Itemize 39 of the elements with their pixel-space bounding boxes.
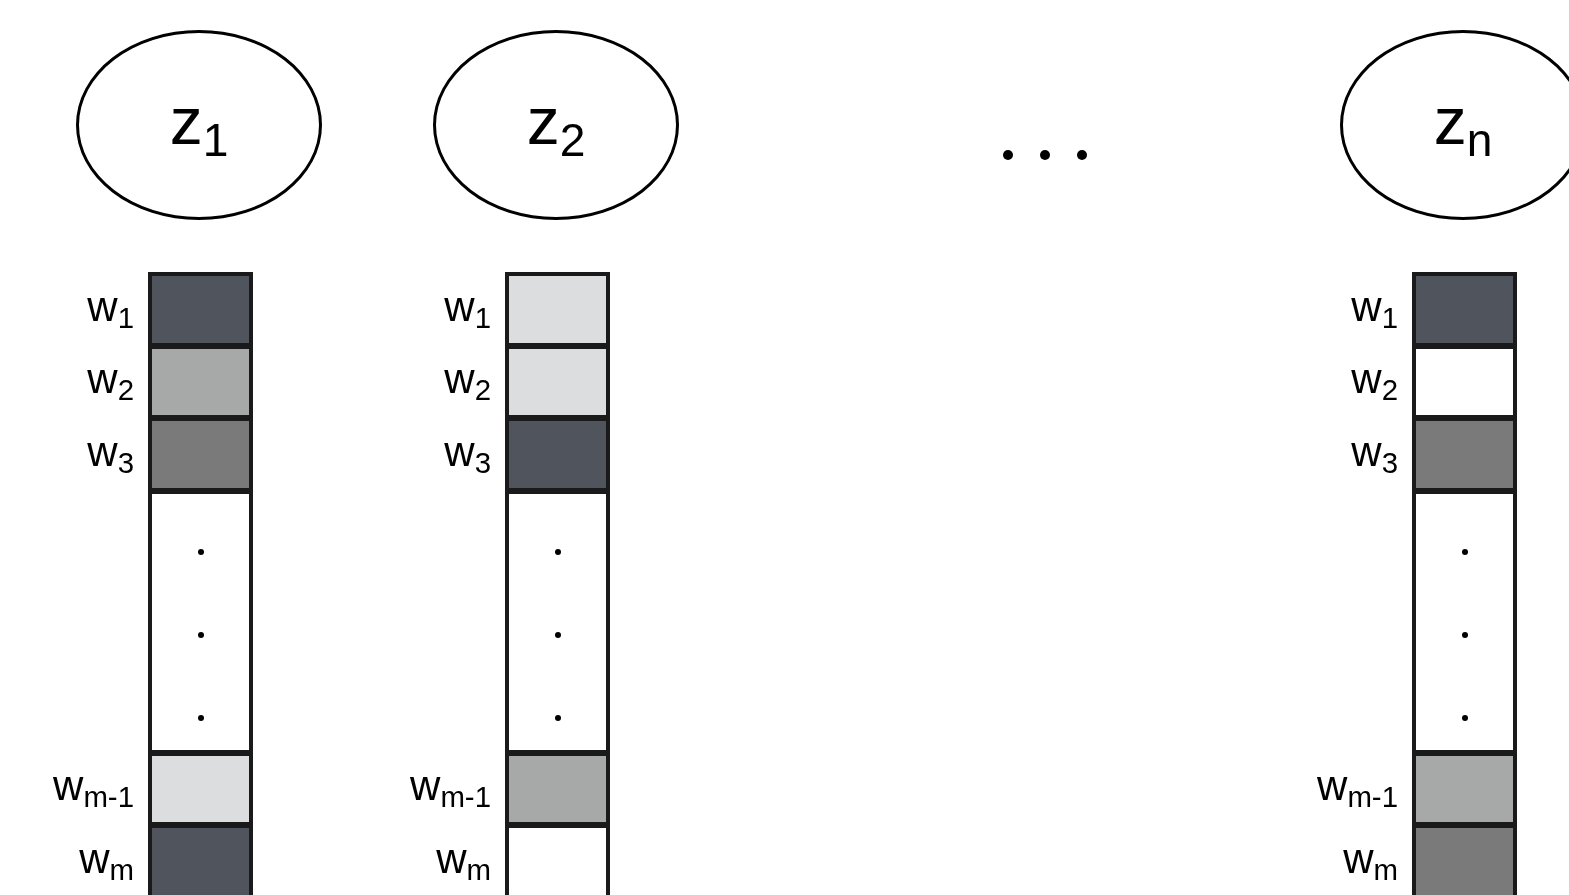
word-cell	[1412, 417, 1517, 492]
variable-label: z$_{2}$	[526, 87, 586, 163]
word-cell	[1412, 824, 1517, 895]
word-label: w$_{m-1}$	[410, 765, 491, 812]
word-label: w$_{m}$	[1343, 837, 1398, 885]
word-cell	[148, 417, 253, 492]
word-cell	[148, 752, 253, 826]
word-label: w$_{2}$	[444, 358, 491, 405]
word-cell	[505, 490, 610, 754]
word-label: w$_{1}$	[444, 285, 491, 333]
word-cell	[505, 417, 610, 492]
word-cell	[148, 490, 253, 754]
word-label: w$_{1}$	[1351, 285, 1398, 333]
latent-variable-ellipse	[433, 30, 679, 220]
latent-variable-ellipse	[76, 30, 322, 220]
word-cell	[505, 824, 610, 895]
word-label: w$_{m}$	[79, 837, 134, 885]
word-cell	[505, 345, 610, 419]
word-cell	[148, 272, 253, 347]
word-label: w$_{2}$	[1351, 358, 1398, 405]
variable-label: z$_{1}$	[169, 87, 229, 163]
word-cell	[505, 272, 610, 347]
word-label: w$_{m-1}$	[1317, 765, 1398, 812]
word-cell	[1412, 272, 1517, 347]
word-label: w$_{m-1}$	[53, 765, 134, 812]
word-cell	[148, 345, 253, 419]
word-cell	[148, 824, 253, 895]
word-cell	[1412, 345, 1517, 419]
word-label: w$_{2}$	[87, 358, 134, 405]
variable-label: z$_{n}$	[1433, 87, 1493, 163]
word-cell	[1412, 490, 1517, 754]
word-label: w$_{1}$	[87, 285, 134, 333]
word-label: w$_{m}$	[436, 837, 491, 885]
word-label: w$_{3}$	[444, 430, 491, 478]
word-label: w$_{3}$	[87, 430, 134, 478]
latent-variable-ellipse	[1340, 30, 1569, 220]
word-cell	[505, 752, 610, 826]
word-cell	[1412, 752, 1517, 826]
word-label: w$_{3}$	[1351, 430, 1398, 478]
